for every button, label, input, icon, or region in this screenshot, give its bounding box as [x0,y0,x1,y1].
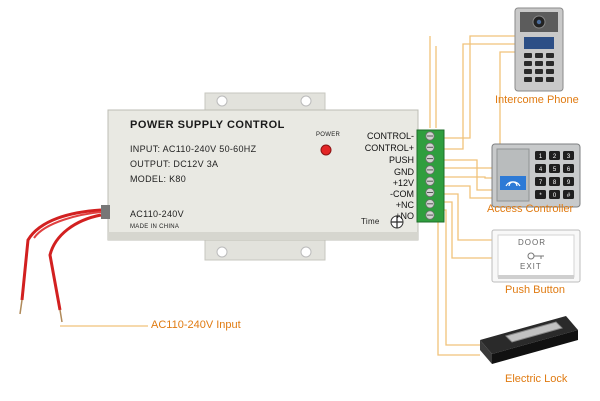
keypad-key-label: 7 [539,180,543,186]
exit-button-top-text: DOOR [518,238,546,247]
keypad-key [535,164,546,173]
power-supply-body [107,109,419,241]
origin-label: MADE IN CHINA [130,224,180,230]
keypad-key-label: 4 [539,167,543,173]
keypad-key-label: 5 [553,167,557,173]
keypad-key [535,177,546,186]
card-reader-area [500,176,526,190]
keypad-key-label: 8 [553,180,557,186]
terminal-label: +NC [395,200,414,210]
intercom-phone-label: Intercome Phone [495,94,579,106]
push-button-label: Push Button [505,284,565,296]
keypad-key-label: 2 [553,154,557,160]
intercom-key [535,69,543,74]
intercom-key [524,77,532,82]
intercom-key [524,61,532,66]
terminal-label: PUSH [388,155,414,165]
mains-input-label: AC110-240V Input [151,319,241,331]
key-icon [527,252,544,260]
exit-button-bottom-text: EXIT [520,262,542,271]
intercom-key [546,77,554,82]
wifi-icon [505,181,521,187]
keypad-key-label: 0 [553,193,557,199]
connection-wires [429,35,515,356]
intercom-key [524,53,532,58]
intercom-key [546,69,554,74]
cable-gland [101,205,110,219]
push-button-device [491,229,581,283]
terminal-label: CONTROL- [367,131,414,141]
terminal-label: +NO [395,211,414,221]
input-spec: INPUT: AC110-240V 50-60HZ [130,144,257,154]
keypad-key-label: 1 [539,154,543,160]
power-indicator-label: POWER [316,132,341,138]
power-supply-unit [101,92,419,261]
keypad-key-label: 3 [567,154,571,160]
keypad-key [535,151,546,160]
keypad-key-label: # [567,193,571,199]
mains-input-cable [19,208,148,327]
keypad-key [563,164,574,173]
electric-lock-device [480,316,578,364]
access-controller-label: Access Controller [487,203,574,215]
keypad-key [563,190,574,199]
intercom-display [524,37,554,49]
keypad-key [549,164,560,173]
keypad-key [549,151,560,160]
keypad-key [535,190,546,199]
time-label: Time [361,217,380,226]
intercom-key [535,53,543,58]
ac-rating-label: AC110-240V [130,209,184,219]
output-spec: OUTPUT: DC12V 3A [130,159,219,169]
unit-title: POWER SUPPLY CONTROL [130,119,285,131]
terminal-label: -COM [390,189,414,199]
intercom-phone-device [514,7,564,92]
terminal-block [416,129,445,223]
keypad-key [549,177,560,186]
intercom-key [546,53,554,58]
power-led-icon [320,144,332,156]
keypad-key [549,190,560,199]
intercom-key [535,77,543,82]
electric-lock-label: Electric Lock [505,373,568,385]
keypad-key-label: * [539,193,542,199]
terminal-label: CONTROL+ [364,143,414,153]
keypad-key [563,177,574,186]
terminal-label: GND [394,167,414,177]
intercom-key [524,69,532,74]
keypad-key [563,151,574,160]
keypad-key-label: 9 [567,180,571,186]
intercom-key [546,61,554,66]
model-label: MODEL: K80 [130,174,187,184]
keypad-key-label: 6 [567,167,571,173]
terminal-label: +12V [392,178,414,188]
intercom-key [535,61,543,66]
access-controller-device: 1 2 3 4 5 6 7 8 9 * 0 # [491,143,581,208]
